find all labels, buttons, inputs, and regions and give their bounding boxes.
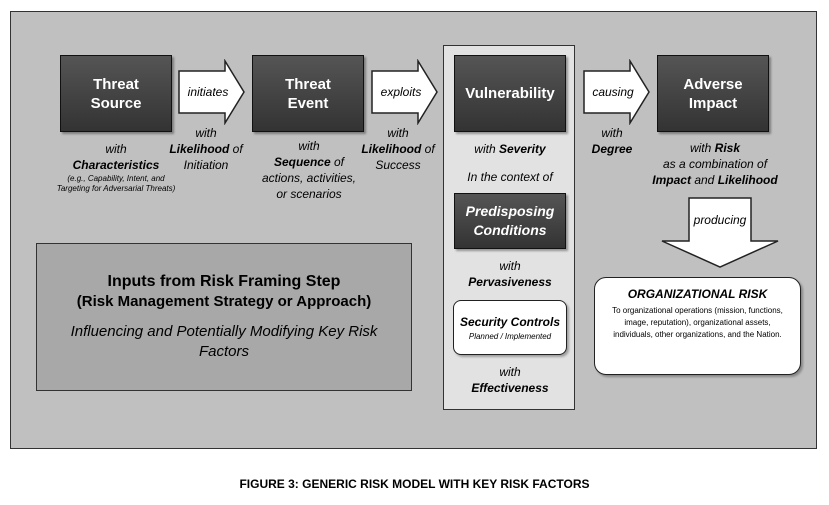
- initiation-initiation: Initiation: [183, 158, 229, 172]
- success-success: Success: [375, 158, 421, 172]
- org-risk-title: ORGANIZATIONAL RISK: [627, 287, 768, 301]
- threat-event-line2: Event: [287, 94, 329, 112]
- controls-description: with Effectiveness: [445, 364, 575, 396]
- event-of: of: [330, 155, 345, 169]
- risk-framing-inputs-box: Inputs from Risk Framing Step (Risk Mana…: [36, 243, 412, 391]
- success-of: of: [421, 142, 435, 156]
- impact-and: and: [690, 173, 718, 187]
- event-rest2: or scenarios: [276, 187, 342, 201]
- impact-combo: as a combination of: [662, 157, 768, 171]
- vuln-severity: Severity: [498, 142, 546, 156]
- producing-label: producing: [693, 213, 747, 227]
- event-sequence: Sequence: [273, 155, 331, 169]
- impact-risk: Risk: [714, 141, 741, 155]
- causing-label: causing: [592, 85, 634, 99]
- inputs-title: Inputs from Risk Framing Step: [107, 273, 341, 290]
- initiation-likelihood: Likelihood: [169, 142, 230, 156]
- success-likelihood: Likelihood: [361, 142, 422, 156]
- degree-description: with Degree: [575, 125, 649, 157]
- degree-with: with: [601, 126, 623, 140]
- exploits-arrow-shape: [371, 59, 438, 125]
- source-examples: (e.g., Capability, Intent, and Targeting…: [56, 174, 176, 193]
- degree-label: Degree: [591, 142, 633, 156]
- pervasiveness-label: Pervasiveness: [468, 275, 552, 289]
- predisposing-conditions-box: Predisposing Conditions: [454, 193, 566, 249]
- security-controls-box: Security Controls Planned / Implemented: [453, 300, 567, 355]
- vulnerability-label: Vulnerability: [465, 85, 555, 102]
- pervasiveness-with: with: [499, 259, 521, 273]
- causing-arrow-shape: [583, 59, 650, 125]
- event-with: with: [298, 139, 320, 153]
- adverse-impact-line2: Impact: [688, 94, 738, 112]
- organizational-risk-box: ORGANIZATIONAL RISK To organizational op…: [594, 277, 801, 375]
- vulnerability-description: with Severity In the context of: [445, 141, 575, 185]
- security-controls-sub: Planned / Implemented: [468, 331, 552, 341]
- producing-arrow: producing: [660, 197, 780, 269]
- predisposing-line2: Conditions: [473, 222, 547, 238]
- figure-caption: FIGURE 3: GENERIC RISK MODEL WITH KEY RI…: [239, 477, 590, 491]
- initiation-of: of: [229, 142, 243, 156]
- causing-arrow: causing: [583, 59, 651, 125]
- predisposing-line1: Predisposing: [465, 203, 555, 219]
- security-controls-title: Security Controls: [459, 314, 561, 329]
- initiation-with: with: [195, 126, 217, 140]
- source-with: with: [105, 142, 127, 156]
- impact-impact: Impact: [652, 173, 691, 187]
- impact-with: with: [689, 141, 715, 155]
- threat-event-line1: Threat: [285, 75, 331, 93]
- event-rest: actions, activities,: [261, 171, 357, 185]
- impact-description: with Risk as a combination of Impact and…: [630, 140, 800, 188]
- effectiveness-label: Effectiveness: [471, 381, 549, 395]
- initiates-label: initiates: [187, 85, 229, 99]
- predisposing-description: with Pervasiveness: [445, 258, 575, 290]
- success-description: with Likelihood of Success: [355, 125, 441, 173]
- threat-event-description: with Sequence of actions, activities, or…: [250, 138, 368, 202]
- vulnerability-box: Vulnerability: [454, 55, 566, 132]
- producing-arrow-shape: [661, 197, 779, 268]
- impact-likelihood: Likelihood: [717, 173, 778, 187]
- inputs-body: Influencing and Potentially Modifying Ke…: [70, 323, 378, 360]
- adverse-impact-line1: Adverse: [683, 75, 743, 93]
- inputs-subtitle: (Risk Management Strategy or Approach): [76, 293, 372, 310]
- org-risk-description: To organizational operations (mission, f…: [612, 306, 783, 339]
- source-characteristics: Characteristics: [72, 158, 160, 172]
- initiates-arrow: initiates: [178, 59, 246, 125]
- initiation-description: with Likelihood of Initiation: [163, 125, 249, 173]
- effectiveness-with: with: [499, 365, 521, 379]
- adverse-impact-box: Adverse Impact: [657, 55, 769, 132]
- threat-source-line1: Threat: [93, 75, 139, 93]
- threat-event-box: Threat Event: [252, 55, 364, 132]
- vuln-context: In the context of: [467, 170, 553, 184]
- vuln-with: with: [474, 142, 499, 156]
- threat-source-line2: Source: [90, 94, 142, 112]
- success-with: with: [387, 126, 409, 140]
- exploits-label: exploits: [380, 85, 422, 99]
- exploits-arrow: exploits: [371, 59, 439, 125]
- initiates-arrow-shape: [178, 59, 245, 125]
- threat-source-description: with Characteristics (e.g., Capability, …: [52, 141, 180, 194]
- threat-source-box: Threat Source: [60, 55, 172, 132]
